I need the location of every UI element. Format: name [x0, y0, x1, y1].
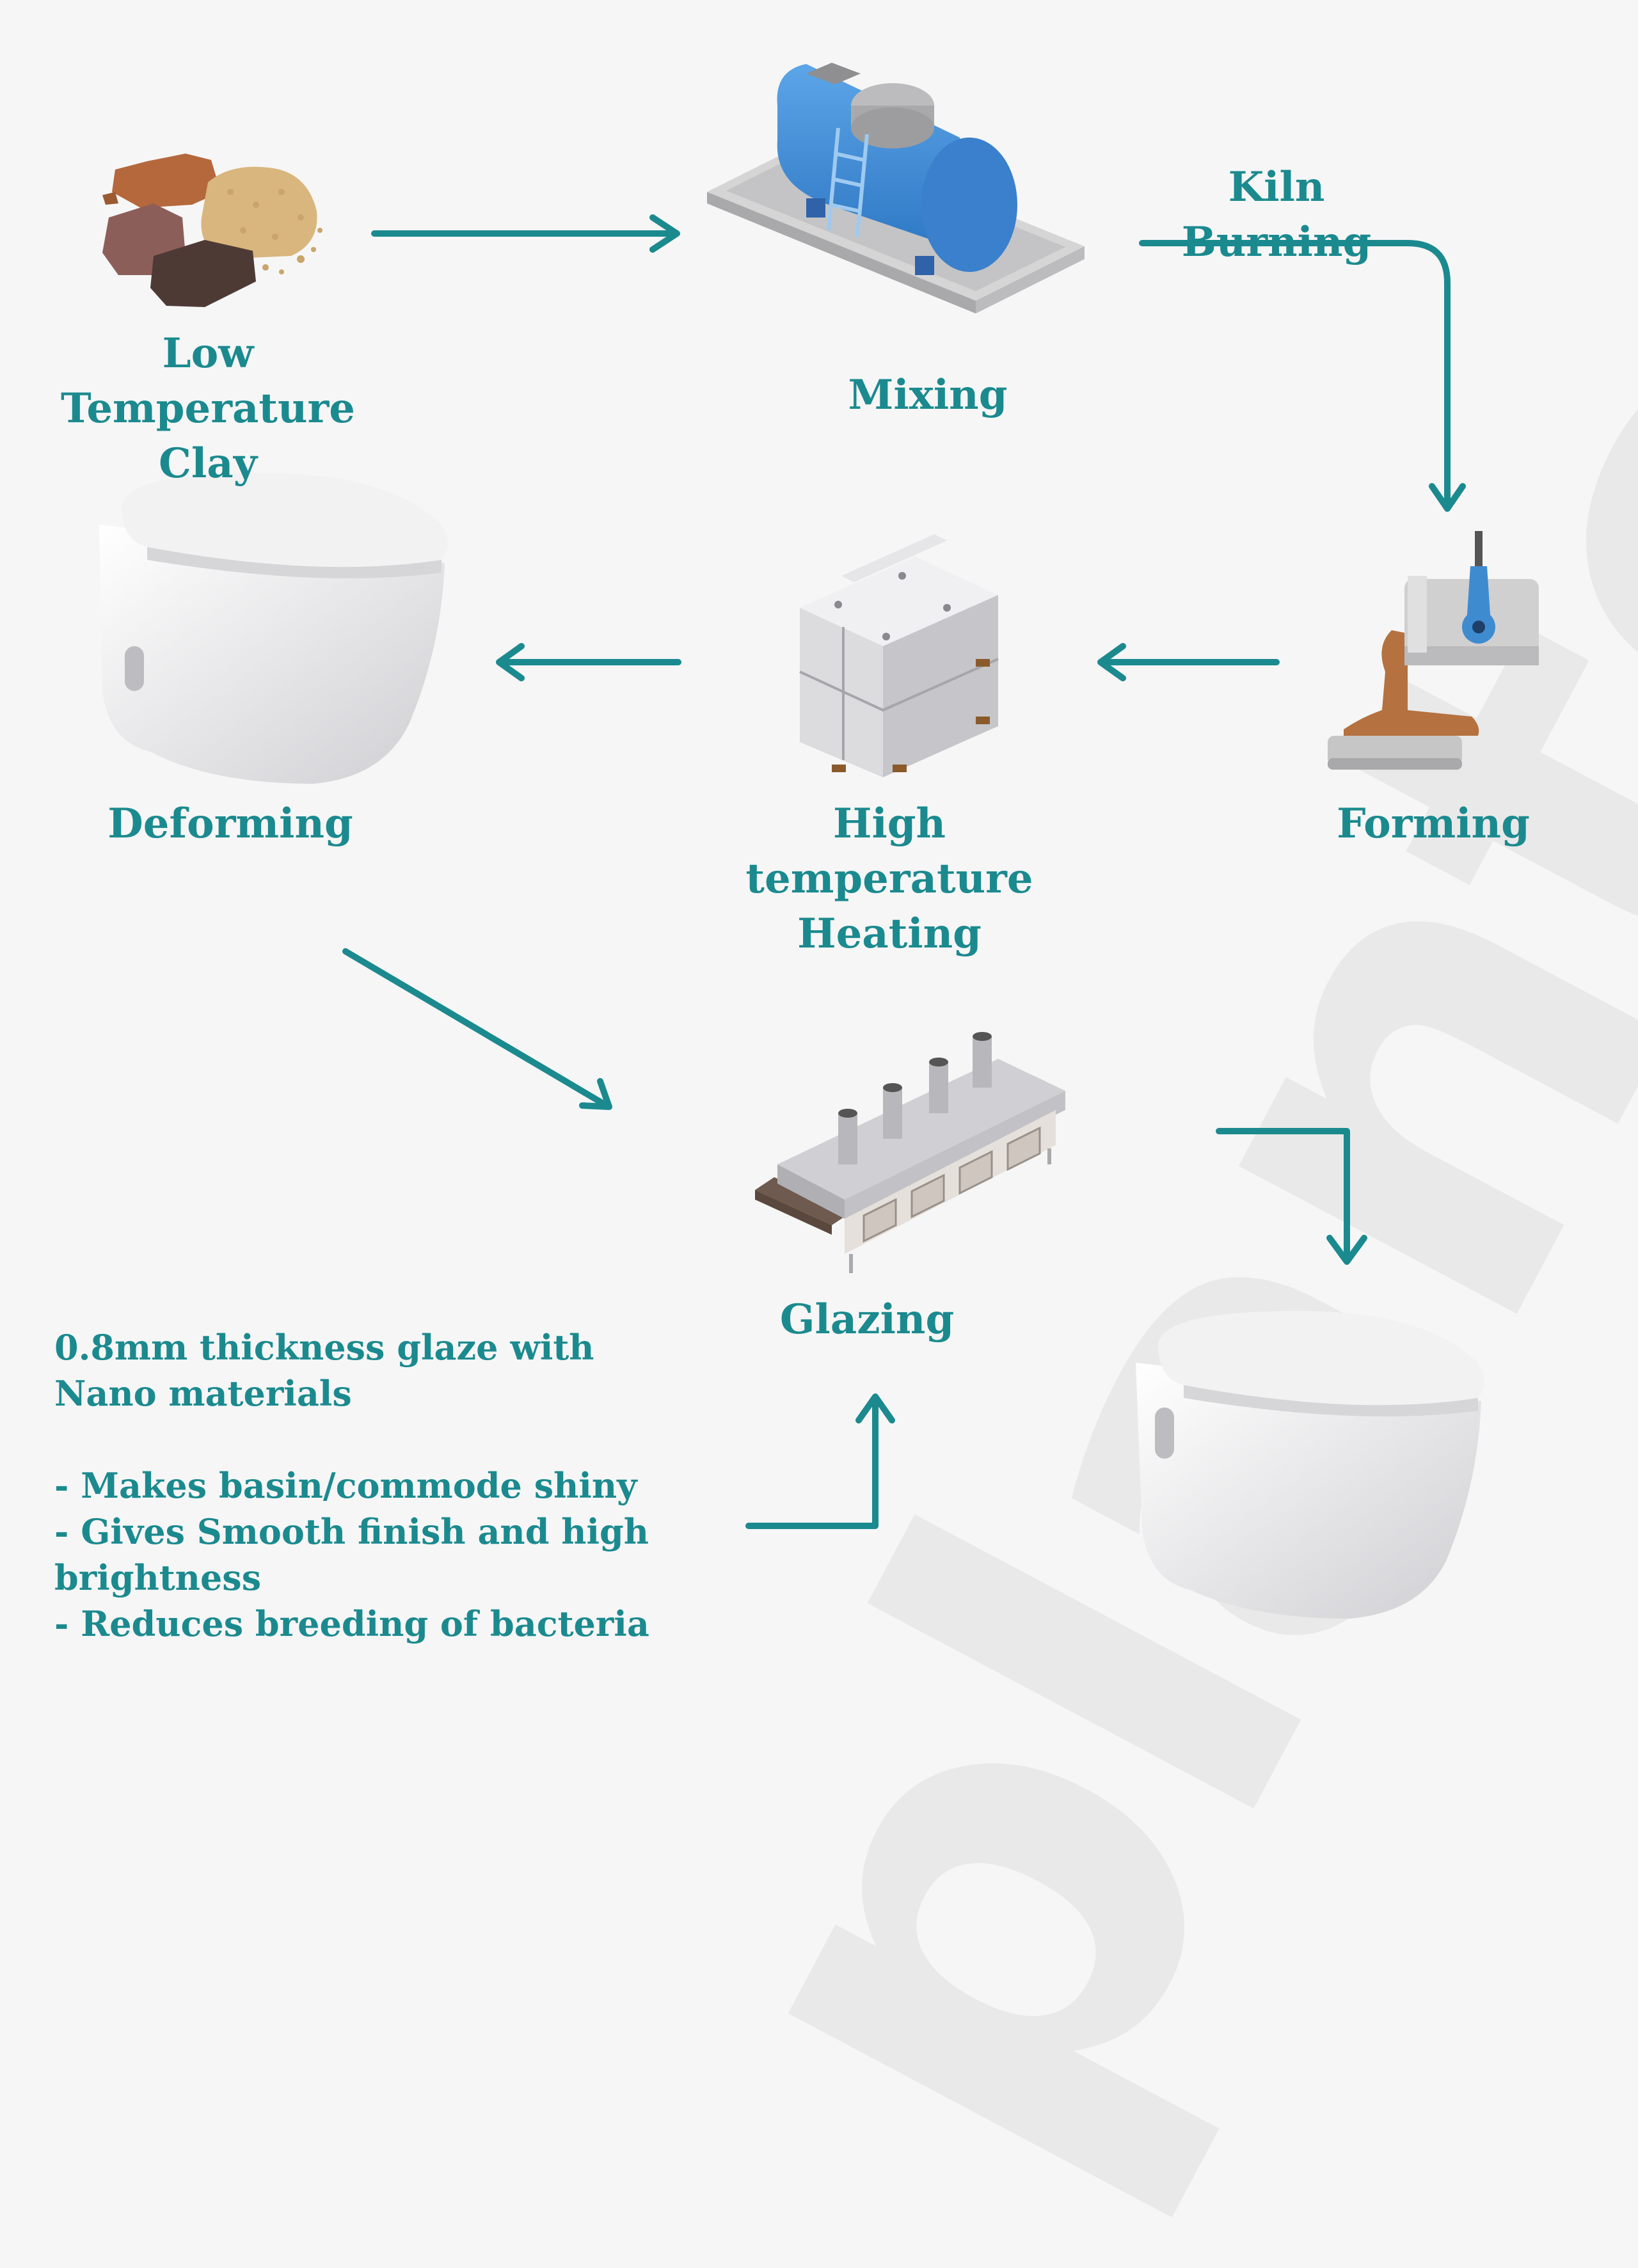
glazing-chimneys: [838, 1032, 992, 1164]
arrow-deforming-to-glazing: [342, 948, 612, 1110]
glaze-note-bullet: - Reduces breeding of bacteria: [54, 1603, 649, 1644]
glaze-note-line1: 0.8mm thickness glaze with: [54, 1327, 594, 1368]
arrow-note-to-glazing: [745, 1393, 895, 1529]
toilet-icon-product: [1136, 1311, 1484, 1619]
label-high-temperature-heating: High temperature Heating: [745, 800, 1033, 958]
diagram-canvas: [99, 63, 1539, 1619]
label-mixing: Mixing: [848, 371, 1008, 419]
label-forming: Forming: [1337, 800, 1530, 848]
glaze-note: 0.8mm thickness glaze with Nano material…: [54, 1324, 745, 1647]
clay-stones-icon: [102, 154, 322, 307]
glaze-note-bullet: - Gives Smooth finish and high brightnes…: [54, 1511, 649, 1598]
mixing-tank-icon: [707, 63, 1085, 313]
label-deforming: Deforming: [107, 800, 353, 848]
glaze-note-line2: Nano materials: [54, 1373, 352, 1414]
label-glazing: Glazing: [779, 1296, 955, 1344]
toilet-icon-deforming: [99, 473, 448, 784]
glazing-machine-icon: [755, 1032, 1065, 1273]
arrow-kiln-to-forming: [1139, 240, 1466, 512]
forming-press-icon: [1328, 531, 1539, 770]
process-diagram: plantex: [54, 0, 1638, 2268]
arrow-heating-to-deforming: [496, 643, 681, 681]
arrow-glazing-to-product: [1216, 1128, 1367, 1265]
label-kiln-burning: Kiln Burning: [1181, 163, 1372, 266]
label-low-temperature-clay: Low Temperature Clay: [61, 329, 355, 488]
arrow-forming-to-heating: [1097, 643, 1280, 681]
arrow-clay-to-mixing: [371, 214, 680, 253]
glaze-note-bullet: - Makes basin/commode shiny: [54, 1465, 637, 1506]
kiln-blocks-icon: [799, 534, 999, 777]
